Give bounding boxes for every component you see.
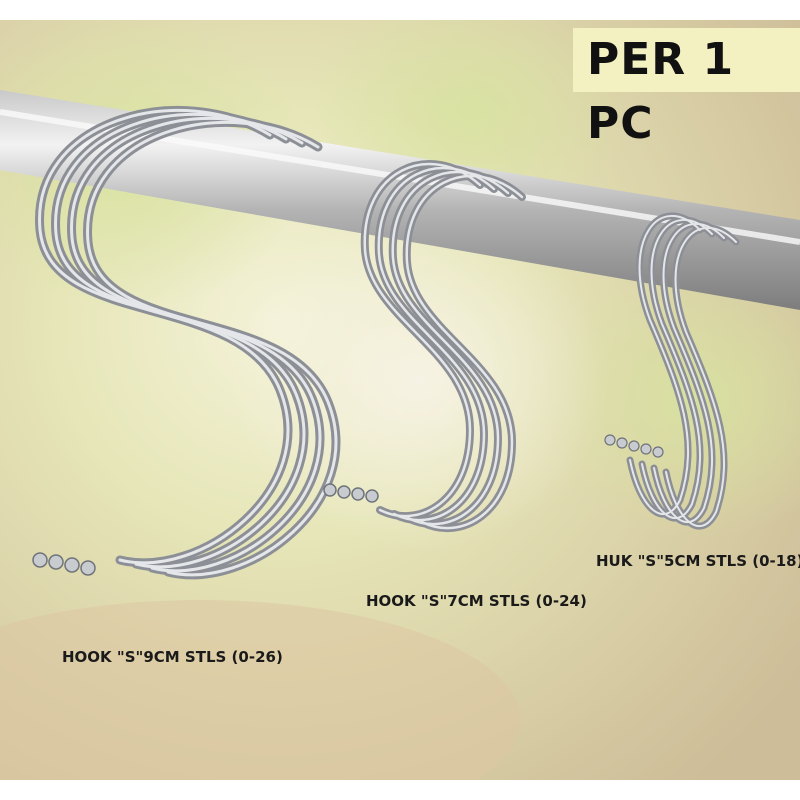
- hook-7cm: [323, 160, 522, 528]
- per-piece-badge: PER 1 PC: [573, 28, 800, 149]
- hook-5cm: [604, 212, 736, 526]
- caption-hook-9cm: HOOK "S"9CM STLS (0-26): [62, 648, 283, 666]
- hook-9cm: [32, 105, 336, 575]
- caption-hook-7cm: HOOK "S"7CM STLS (0-24): [366, 592, 587, 610]
- hooks-photo: [0, 20, 800, 780]
- caption-hook-5cm: HUK "S"5CM STLS (0-18): [596, 552, 800, 570]
